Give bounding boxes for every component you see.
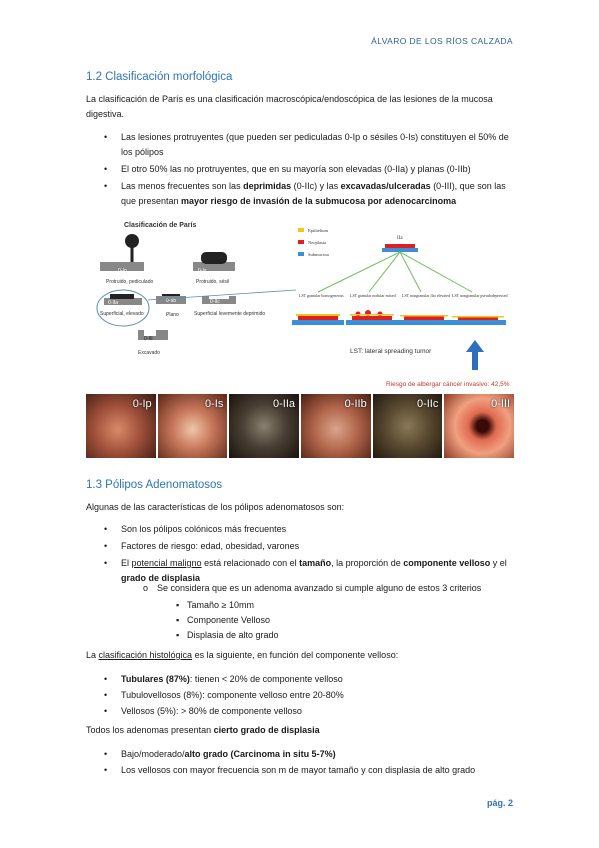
label-0-iib: 0-IIb (166, 298, 176, 304)
caption-0-iic-text: Superficial levemente deprimido (194, 311, 265, 317)
connector-line (147, 289, 297, 301)
strip-label: 0-Is (205, 398, 224, 410)
section-title-adenomas: 1.3 Pólipos Adenomatosos (86, 479, 223, 491)
endoscopy-image-strip: 0-Ip 0-Is 0-IIa 0-IIb 0-IIc 0-III (86, 394, 515, 458)
lst-label-2: LST granular nodular mixed (350, 293, 396, 298)
legend-neoplasia: Neoplasia (308, 240, 326, 245)
list-item: •Factores de riesgo: edad, obesidad, var… (104, 541, 300, 551)
list-item: •Las menos frecuentes son las deprimidas… (104, 181, 506, 206)
endoscopy-image-0-is: 0-Is (157, 394, 228, 458)
strip-label: 0-Ip (132, 398, 152, 410)
strip-label: 0-IIa (273, 398, 296, 410)
caption-0-ip: Protruido, pediculado (106, 279, 153, 285)
shape-0-ip (100, 234, 144, 271)
shape-0-iib (156, 296, 186, 304)
strip-label: 0-III (491, 398, 511, 410)
list-item: •Los vellosos con mayor frecuencia son m… (104, 765, 476, 775)
list-item: •Vellosos (5%): > 80% de componente vell… (104, 706, 302, 716)
list-item: ▪Componente Velloso (176, 615, 271, 625)
paragraph-histology: La clasificación histológica es la sigui… (86, 650, 399, 660)
list-item: •Las lesiones protruyentes (que pueden s… (104, 132, 509, 157)
lst-label-3: LST nongranular flat elevated (402, 293, 450, 298)
highlight-ellipse (96, 289, 150, 327)
list-criteria: ▪Tamaño ≥ 10mm ▪Componente Velloso ▪Disp… (176, 598, 279, 643)
lst-label-1: LST granular homogeneous (299, 293, 344, 298)
list-item: ▪Displasia de alto grado (176, 630, 279, 640)
endoscopy-image-0-iic: 0-IIc (372, 394, 443, 458)
endoscopy-image-0-iib: 0-IIb (301, 394, 371, 458)
paris-classification-figure: Clasificación de París 0-Ip Protruido, p… (96, 222, 510, 388)
list-item: ▪Tamaño ≥ 10mm (176, 600, 254, 610)
list-adenoma-features: •Son los pólipos colónicos más frecuente… (104, 522, 514, 586)
paragraph-dysplasia: Todos los adenomas presentan cierto grad… (86, 725, 320, 735)
caption-0-iic: Superficial levemente deprimido (194, 311, 265, 317)
list-histology: •Tubulares (87%): tienen < 20% de compon… (104, 671, 344, 719)
paragraph-adenoma-intro: Algunas de las características de los pó… (86, 502, 345, 512)
list-item: •Tubulares (87%): tienen < 20% de compon… (104, 674, 343, 684)
label-0-iia: 0-IIa (108, 300, 118, 306)
lst-label-4: LST nongranular pseudodepressed (452, 293, 507, 298)
strip-label: 0-IIc (416, 398, 439, 410)
legend-swatch-neoplasia (298, 240, 304, 244)
shape-0-is (193, 252, 235, 271)
caption-0-iii: Excavado (138, 350, 160, 356)
legend-submucosa: Submucosa (308, 252, 329, 257)
caption-0-iib: Plano (166, 312, 179, 318)
lst-block-2 (346, 310, 398, 325)
lst-block-4 (450, 316, 506, 325)
page-number: pág. 2 (486, 798, 513, 808)
list-item: •Son los pólipos colónicos más frecuente… (104, 524, 287, 534)
lst-block-3 (398, 315, 450, 325)
lst-block-1 (292, 314, 344, 325)
list-dysplasia: •Bajo/moderado/alto grado (Carcinoma in … (104, 746, 476, 778)
endoscopy-image-0-iii: 0-III (444, 394, 515, 458)
legend-epithelium: Epithelium (308, 228, 328, 233)
caption-0-iia: Superficial, elevado (100, 311, 144, 317)
up-arrow-icon (466, 340, 484, 370)
label-0-iii: 0-III (144, 336, 153, 342)
endoscopy-image-0-iia: 0-IIa (229, 394, 300, 458)
label-0-iic: 0-IIc (210, 299, 220, 305)
legend-swatch-epithelium (298, 228, 304, 232)
label-0-ip: 0-Ip (118, 268, 127, 274)
list-item: •Bajo/moderado/alto grado (Carcinoma in … (104, 749, 336, 759)
endoscopy-image-0-ip: 0-Ip (86, 394, 156, 458)
caption-0-is: Protruido, sésil (196, 279, 229, 285)
list-item: •Tubulovellosos (8%): componente velloso… (104, 690, 344, 700)
header-author: ÁLVARO DE LOS RÍOS CALZADA (371, 36, 513, 46)
strip-label: 0-IIb (344, 398, 367, 410)
section-title-morphology: 1.2 Clasificación morfológica (86, 71, 233, 83)
figure-title: Clasificación de París (124, 222, 196, 229)
shape-0-iic (202, 296, 236, 304)
list-item: •El potencial maligno está relacionado c… (104, 558, 507, 583)
tree-root-label: IIa (397, 236, 403, 241)
lst-caption: LST: lateral spreading tumor (350, 348, 432, 355)
legend-swatch-submucosa (298, 252, 304, 256)
label-0-is: 0-Is (198, 268, 207, 274)
list-paris: •Las lesiones protruyentes (que pueden s… (104, 130, 514, 209)
shape-0-iia (104, 298, 142, 305)
list-item: •El otro 50% las no protruyentes, que en… (104, 164, 471, 174)
paragraph-paris-intro: La clasificación de París es una clasifi… (86, 94, 493, 119)
risk-caption: Riesgo de albergar cáncer invasivo: 42,5… (386, 381, 510, 388)
